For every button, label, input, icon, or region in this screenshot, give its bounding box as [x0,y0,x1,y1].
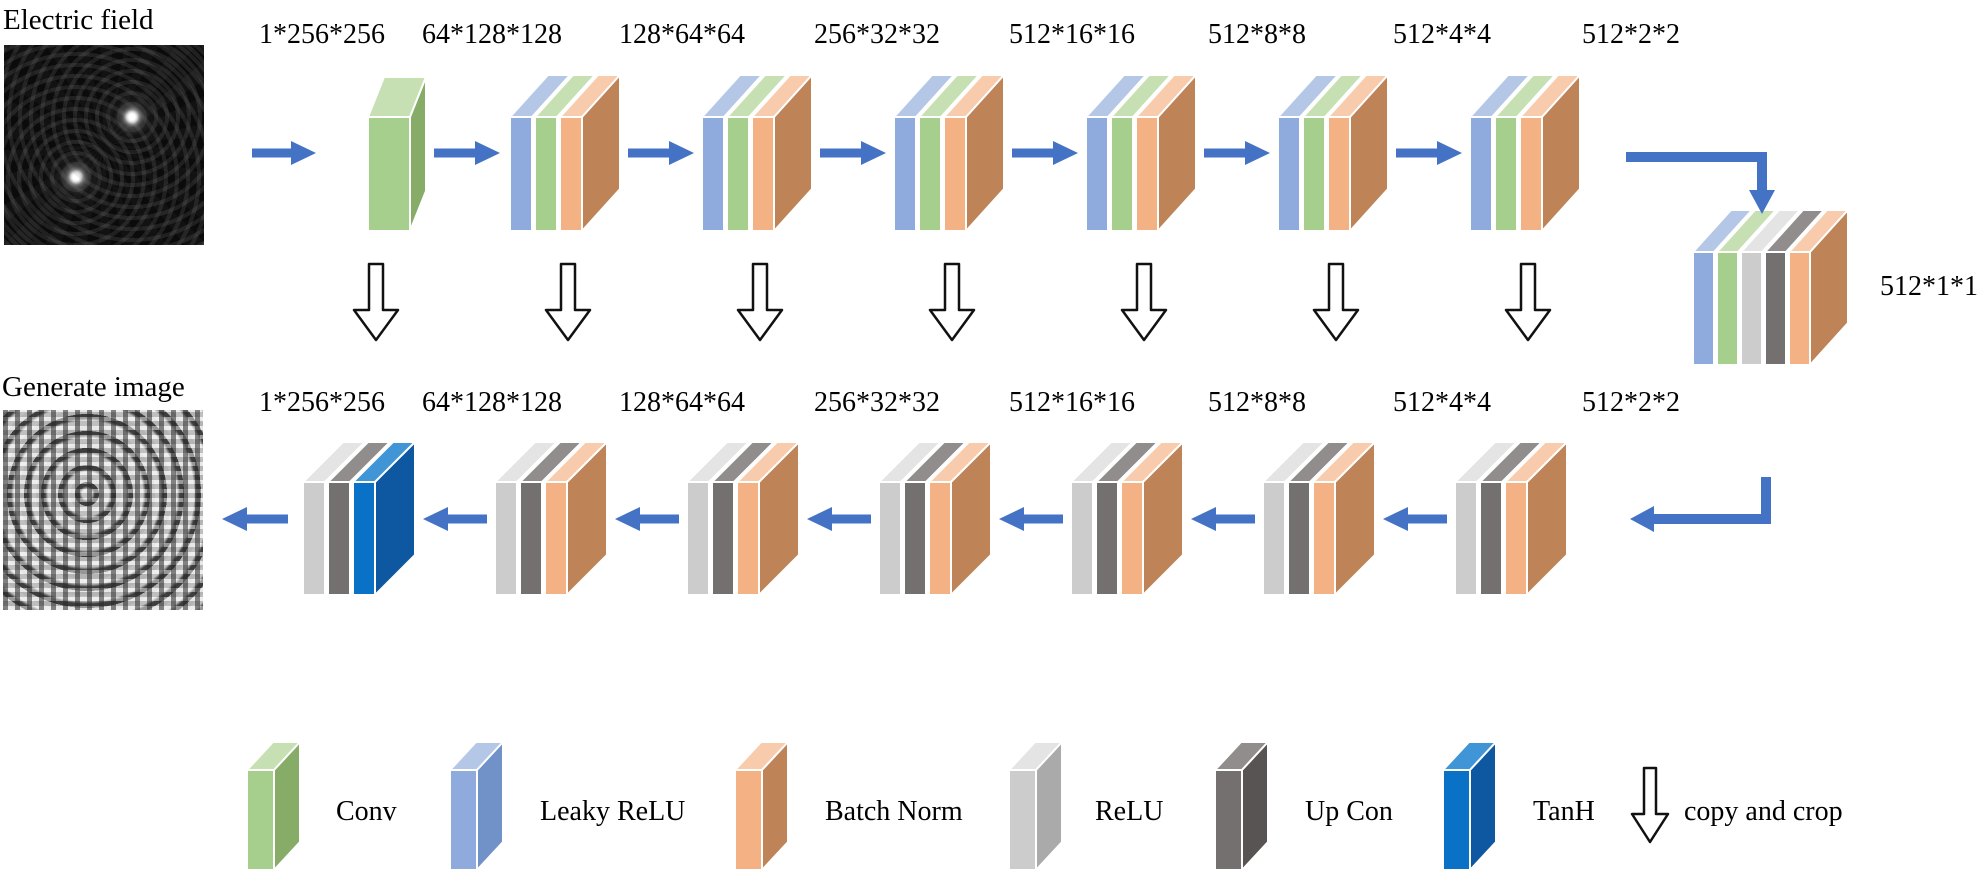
decoder-dim-label-6: 512*8*8 [1208,387,1306,418]
copy-crop-arrow-1 [352,262,400,342]
encoder-dim-label-5: 512*16*16 [1009,19,1135,50]
decoder-block-3 [686,441,800,596]
bottleneck-block [1692,209,1849,366]
decoder-arrow-2 [423,507,487,531]
encoder-arrow-5 [1012,141,1078,165]
encoder-arrow-4 [820,141,886,165]
encoder-dim-label-4: 256*32*32 [814,19,940,50]
legend-swatch-relu [1008,741,1063,871]
encoder-dim-label-6: 512*8*8 [1208,19,1306,50]
decoder-block-output [302,441,416,596]
decoder-dim-label-1: 1*256*256 [259,387,385,418]
decoder-arrow-6 [1191,507,1255,531]
encoder-arrow-6 [1204,141,1270,165]
legend-swatch-batch_norm [734,741,789,871]
legend-swatch-up_con [1214,741,1269,871]
legend-label-tanh: TanH [1533,796,1595,827]
electric-field-image [4,45,204,245]
legend-label-relu: ReLU [1095,796,1164,827]
decoder-arrow-5 [999,507,1063,531]
decoder-block-4 [878,441,992,596]
copy-crop-arrow-6 [1312,262,1360,342]
decoder-dim-label-4: 256*32*32 [814,387,940,418]
decoder-arrow-4 [807,507,871,531]
encoder-block-7 [1469,74,1581,232]
generated-image [3,410,203,610]
encoder-dim-label-3: 128*64*64 [619,19,745,50]
decoder-dim-label-7: 512*4*4 [1393,387,1491,418]
legend-label-batch_norm: Batch Norm [825,796,963,827]
encoder-block-5 [1085,74,1197,232]
decoder-dim-label-5: 512*16*16 [1009,387,1135,418]
decoder-arrow-7 [1383,507,1447,531]
encoder-arrow-1 [252,141,316,165]
encoder-block-3 [701,74,813,232]
encoder-block-4 [893,74,1005,232]
decoder-block-5 [1070,441,1184,596]
legend-swatch-conv [246,741,301,871]
encoder-dim-label-2: 64*128*128 [422,19,562,50]
copy-crop-arrow-7 [1504,262,1552,342]
encoder-dim-label-1: 1*256*256 [259,19,385,50]
encoder-block-2 [509,74,621,232]
decoder-block-6 [1262,441,1376,596]
encoder-arrow-7 [1396,141,1462,165]
decoder-arrow-1 [222,507,288,531]
legend-label-leaky_relu: Leaky ReLU [540,796,686,827]
copy-crop-arrow-2 [544,262,592,342]
arrow-to-bottleneck [1626,152,1775,214]
legend-swatch-leaky_relu [449,741,504,871]
decoder-dim-label-3: 128*64*64 [619,387,745,418]
legend-label-up_con: Up Con [1305,796,1393,827]
decoder-arrow-3 [615,507,679,531]
bottleneck-dim-label: 512*1*1 [1880,271,1978,302]
encoder-dim-label-7: 512*4*4 [1393,19,1491,50]
decoder-dim-label-2: 64*128*128 [422,387,562,418]
encoder-block-conv [367,76,427,232]
copy-crop-arrow-3 [736,262,784,342]
copy-crop-arrow-5 [1120,262,1168,342]
copy-crop-arrow-4 [928,262,976,342]
decoder-block-2 [494,441,608,596]
input-title: Electric field [3,4,154,36]
arrow-from-bottleneck [1630,477,1771,532]
legend-label-copy-and-crop: copy and crop [1684,796,1843,827]
encoder-arrow-2 [434,141,500,165]
legend-copy-crop-arrow [1630,766,1670,844]
legend-label-conv: Conv [336,796,397,827]
decoder-block-7 [1454,441,1568,596]
decoder-dim-label-8: 512*2*2 [1582,387,1680,418]
encoder-dim-label-8: 512*2*2 [1582,19,1680,50]
output-title: Generate image [2,371,185,403]
encoder-arrow-3 [628,141,694,165]
encoder-block-6 [1277,74,1389,232]
legend-swatch-tanh [1442,741,1497,871]
